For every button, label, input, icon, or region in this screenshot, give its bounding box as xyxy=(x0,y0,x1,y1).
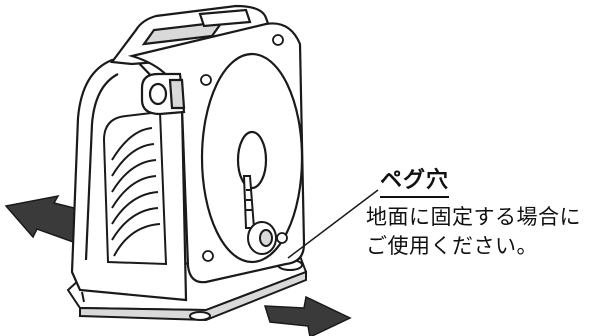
crank-handle xyxy=(242,175,277,255)
reel-drum xyxy=(200,52,304,264)
right-arrow xyxy=(263,295,352,336)
left-arrow xyxy=(4,194,83,245)
leader-line xyxy=(287,189,379,259)
callout-description-line-1: 地面に固定する場合に xyxy=(366,205,581,229)
hose-window xyxy=(102,110,168,266)
hose-guide xyxy=(140,72,186,116)
screws xyxy=(200,34,288,262)
callout-title: ペグ穴 xyxy=(380,162,450,198)
callout-description-line-2: ご使用ください。 xyxy=(366,234,538,258)
